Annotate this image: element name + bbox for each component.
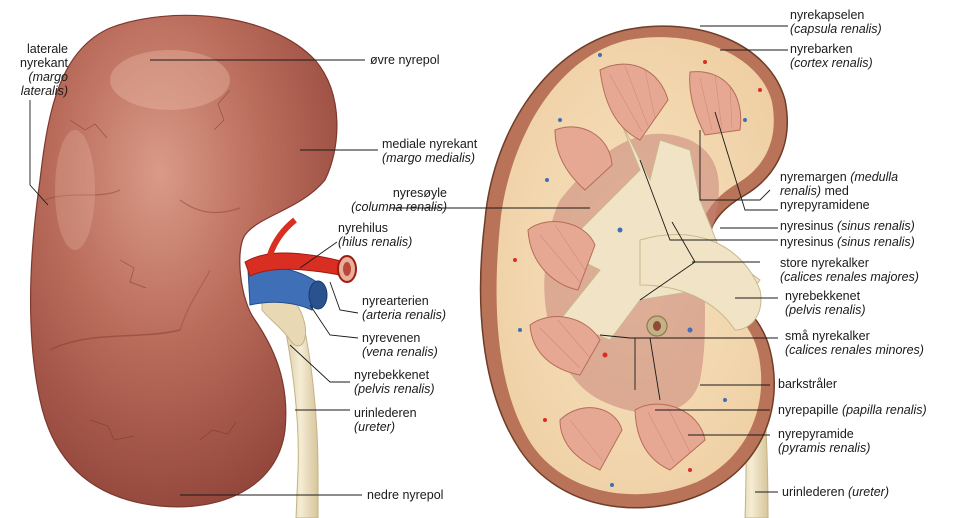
label-text: nyrehilus	[338, 221, 412, 235]
label-nyrebarken: nyrebarken (cortex renalis)	[790, 42, 873, 70]
label-nyrebekkenet-right: nyrebekkenet (pelvis renalis)	[785, 289, 866, 317]
kidney-cross-section	[481, 26, 788, 518]
label-text: nyrearterien	[362, 294, 446, 308]
label-nyresinus-2: nyresinus (sinus renalis)	[780, 235, 915, 249]
label-text: mediale nyrekant	[382, 137, 477, 151]
label-margo-lateralis: laterale nyrekant (margo lateralis)	[2, 42, 68, 98]
label-nyrebekkenet-left: nyrebekkenet (pelvis renalis)	[354, 368, 435, 396]
label-nyrekapselen: nyrekapselen (capsula renalis)	[790, 8, 882, 36]
label-latin: (medulla	[850, 170, 898, 184]
label-latin: (calices renales minores)	[785, 343, 924, 357]
label-latin: (cortex renalis)	[790, 56, 873, 70]
label-latin: (vena renalis)	[362, 345, 438, 359]
label-store-nyrekalker: store nyrekalker (calices renales majore…	[780, 256, 919, 284]
label-nyrehilus: nyrehilus (hilus renalis)	[338, 221, 412, 249]
surface-highlight	[110, 50, 230, 110]
label-urinlederen-left: urinlederen (ureter)	[354, 406, 417, 434]
surface-highlight	[55, 130, 95, 250]
label-latin: (pelvis renalis)	[785, 303, 866, 317]
label-latin: (margo	[2, 70, 68, 84]
label-text: nyrepyramide	[778, 427, 870, 441]
label-ovre-nyrepol: øvre nyrepol	[370, 53, 439, 67]
label-nyrepapille: nyrepapille (papilla renalis)	[778, 403, 927, 417]
label-nyrearterien: nyrearterien (arteria renalis)	[362, 294, 446, 322]
label-latin: (capsula renalis)	[790, 22, 882, 36]
label-text: nyresinus	[780, 235, 837, 249]
label-text: små nyrekalker	[785, 329, 924, 343]
label-text: nyrebekkenet	[354, 368, 435, 382]
label-text: nyrebarken	[790, 42, 873, 56]
label-latin: (papilla renalis)	[842, 403, 927, 417]
label-nyresinus-1: nyresinus (sinus renalis)	[780, 219, 915, 233]
label-text: nyresinus	[780, 219, 837, 233]
label-latin: (arteria renalis)	[362, 308, 446, 322]
label-text: nedre nyrepol	[367, 488, 443, 502]
left-ureter	[283, 318, 318, 518]
label-text: laterale	[2, 42, 68, 56]
renal-artery-branch	[270, 220, 295, 255]
label-mediale-nyrekant: mediale nyrekant (margo medialis)	[382, 137, 477, 165]
label-nyrevenen: nyrevenen (vena renalis)	[362, 331, 438, 359]
renal-vein-opening	[309, 281, 327, 309]
label-text: urinlederen	[782, 485, 848, 499]
label-latin: lateralis)	[2, 84, 68, 98]
label-latin: renalis)	[780, 184, 821, 198]
label-latin: (pyramis renalis)	[778, 441, 870, 455]
label-nyremargen: nyremargen (medulla renalis) med nyrepyr…	[780, 170, 898, 212]
label-text: nyrepyramidene	[780, 198, 898, 212]
external-kidney	[31, 15, 356, 518]
label-latin: (ureter)	[354, 420, 417, 434]
label-latin: (sinus renalis)	[837, 219, 915, 233]
label-latin: (hilus renalis)	[338, 235, 412, 249]
label-nedre-nyrepol: nedre nyrepol	[367, 488, 443, 502]
label-text: øvre nyrepol	[370, 53, 439, 67]
label-urinlederen-right: urinlederen (ureter)	[782, 485, 889, 499]
label-latin: (margo medialis)	[382, 151, 477, 165]
label-nyresoyle: nyresøyle (columna renalis)	[305, 186, 447, 214]
label-text: barkstråler	[778, 377, 837, 391]
label-text: urinlederen	[354, 406, 417, 420]
label-text: nyrekant	[2, 56, 68, 70]
label-latin: (sinus renalis)	[837, 235, 915, 249]
label-barkstraler: barkstråler	[778, 377, 837, 391]
label-text: nyrebekkenet	[785, 289, 866, 303]
label-text: med	[821, 184, 849, 198]
label-latin: (calices renales majores)	[780, 270, 919, 284]
label-text: nyrepapille	[778, 403, 842, 417]
label-text: nyrekapselen	[790, 8, 882, 22]
label-nyrepyramide: nyrepyramide (pyramis renalis)	[778, 427, 870, 455]
label-latin: (ureter)	[848, 485, 889, 499]
label-text: nyrevenen	[362, 331, 438, 345]
label-text: store nyrekalker	[780, 256, 919, 270]
label-text: nyremargen	[780, 170, 850, 184]
label-text: nyresøyle	[305, 186, 447, 200]
label-latin: (columna renalis)	[305, 200, 447, 214]
label-sma-nyrekalker: små nyrekalker (calices renales minores)	[785, 329, 924, 357]
label-latin: (pelvis renalis)	[354, 382, 435, 396]
